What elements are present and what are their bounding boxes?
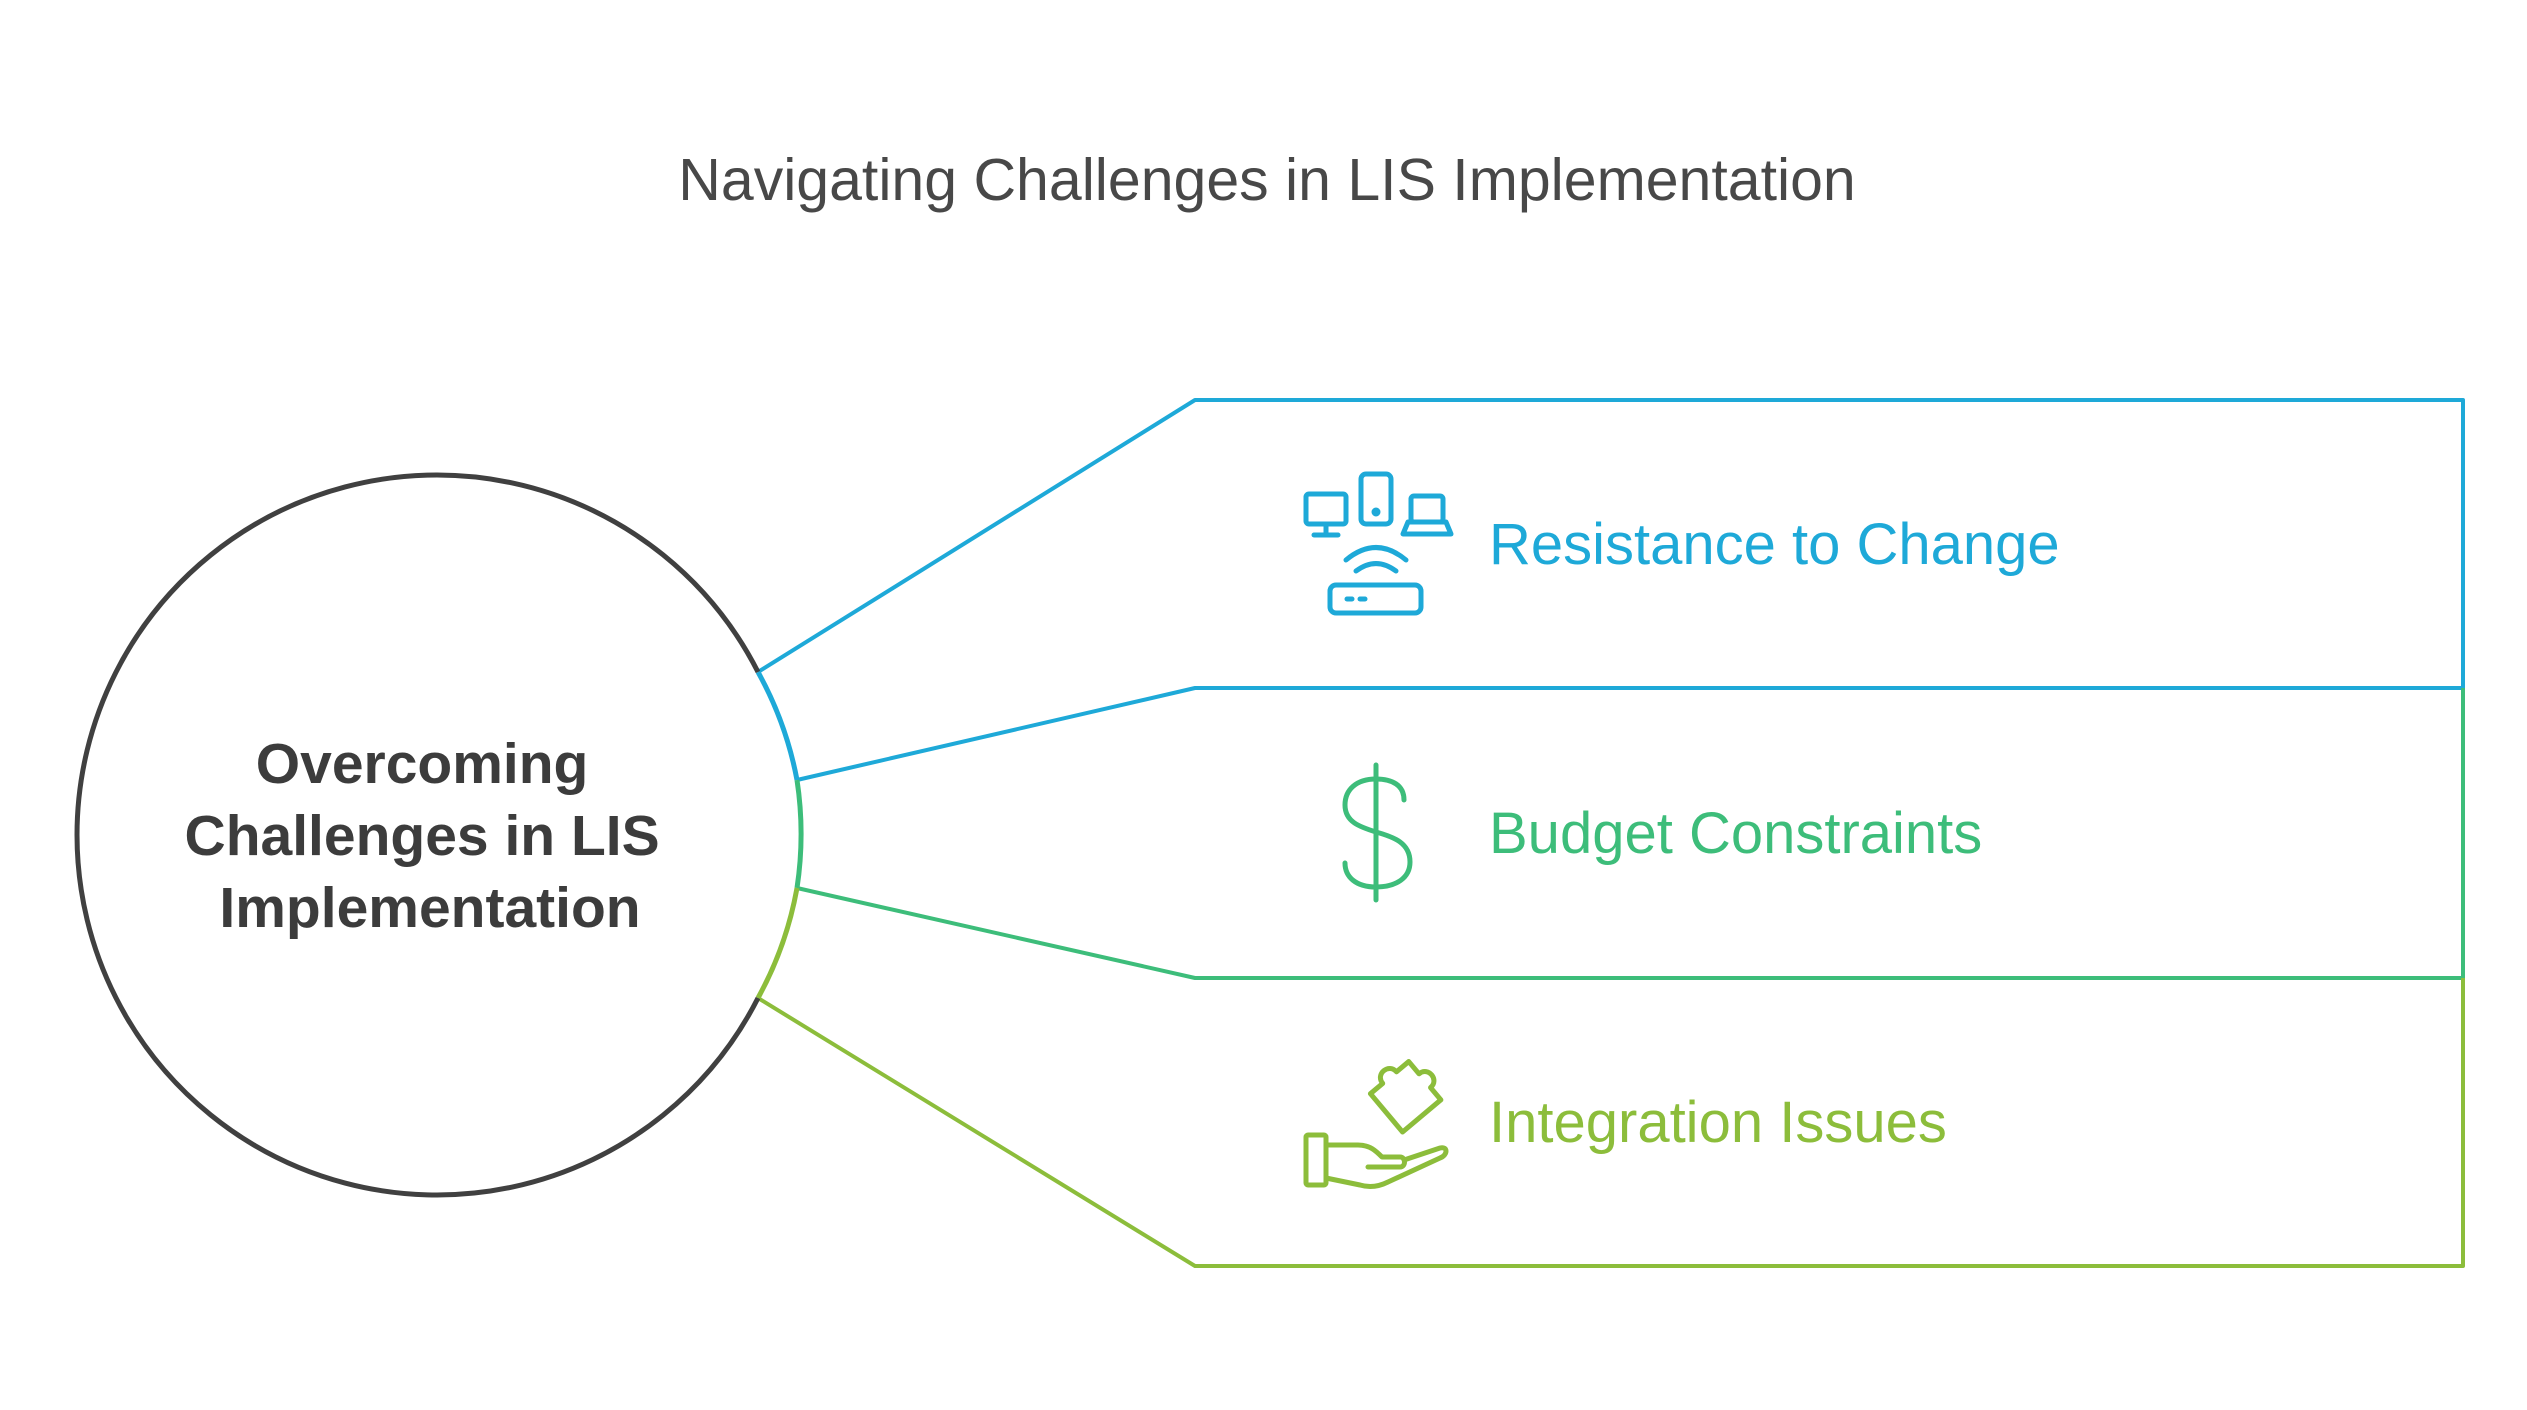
center-line-1: Overcoming bbox=[256, 732, 589, 796]
item-label-budget-constraints: Budget Constraints bbox=[1489, 801, 1982, 866]
band-budget-constraints bbox=[796, 688, 2465, 980]
circle-arc-blue bbox=[755, 670, 800, 781]
devices-router-icon bbox=[1303, 471, 1454, 616]
diagram-title: Navigating Challenges in LIS Implementat… bbox=[678, 147, 1855, 213]
hand-puzzle-icon bbox=[1303, 1059, 1449, 1189]
band-integration-issues bbox=[756, 978, 2465, 1268]
center-circle bbox=[74, 472, 761, 1198]
dollar-icon bbox=[1342, 762, 1413, 903]
circle-arc-lime bbox=[755, 887, 800, 1000]
center-line-3: Implementation bbox=[219, 876, 640, 940]
center-label: Overcoming Challenges in LIS Implementat… bbox=[185, 732, 676, 940]
item-label-resistance-to-change: Resistance to Change bbox=[1489, 512, 2060, 577]
band-resistance-to-change bbox=[756, 398, 2465, 782]
center-line-2: Challenges in LIS bbox=[185, 804, 660, 868]
circle-arc-green bbox=[794, 779, 804, 889]
item-label-integration-issues: Integration Issues bbox=[1489, 1090, 1947, 1155]
